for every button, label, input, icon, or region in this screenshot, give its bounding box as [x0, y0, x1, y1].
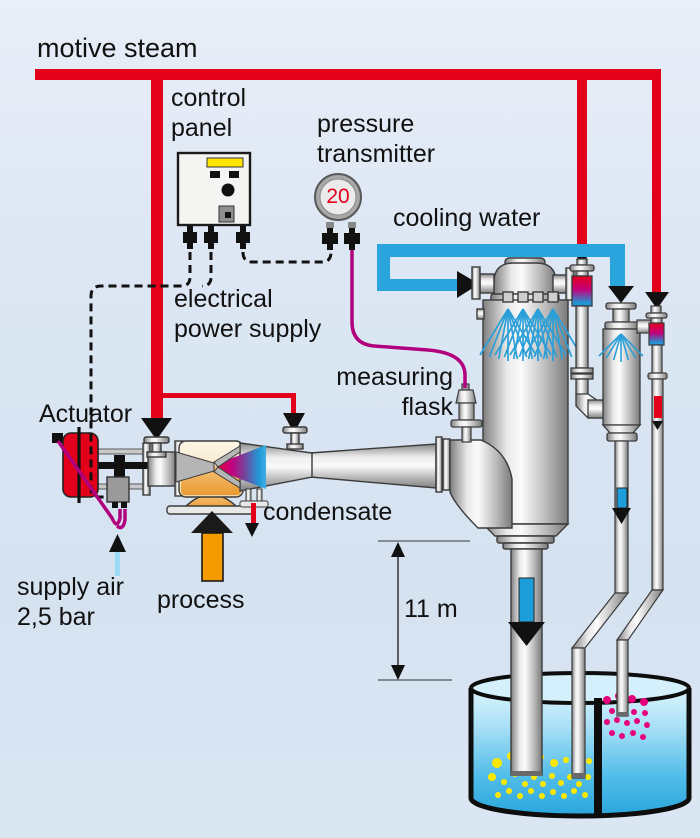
water-flow-marker	[518, 577, 535, 623]
cable-glands	[322, 222, 360, 250]
signal-lines-magenta	[56, 250, 467, 530]
supply-air-label: supply air 2,5 bar	[17, 573, 124, 631]
cooling-water-label: cooling water	[393, 204, 541, 232]
control-panel-label: control panel	[171, 84, 247, 142]
cooling-water-arrows	[457, 271, 634, 303]
panel-knob	[221, 183, 235, 197]
motive-steam-label: motive steam	[37, 33, 198, 63]
gauge-value: 20	[326, 185, 350, 208]
after-condenser	[598, 302, 644, 442]
steam-nozzle	[175, 451, 215, 483]
ejector-jet	[571, 275, 593, 307]
height-dimension-label: 11 m	[404, 595, 458, 623]
water-spray	[479, 308, 582, 361]
spindle-rod	[97, 462, 195, 469]
gauge-face	[319, 178, 357, 216]
water-spray	[598, 333, 644, 362]
bubbles-magenta	[603, 692, 650, 740]
ejector-jet	[217, 445, 266, 489]
flow-arrow-icon	[508, 622, 545, 646]
flow-arrow-icon	[283, 413, 305, 433]
diffuser-valve	[282, 426, 308, 450]
steam-ejector	[96, 426, 313, 515]
arrow-down-icon	[245, 523, 259, 537]
cooling-water-pipe	[377, 244, 625, 291]
arrow-up-icon	[109, 534, 126, 552]
suction-valve	[143, 436, 170, 458]
pressure-transmitter	[314, 173, 362, 250]
arrow-down-icon	[391, 665, 405, 680]
actuator	[52, 427, 130, 508]
electrical-power-supply-label: electrical power supply	[174, 285, 322, 343]
condensate-arrow	[245, 503, 259, 537]
flow-arrow-icon	[652, 421, 663, 430]
booster-ejector-1	[569, 258, 605, 419]
motive-steam-pipe	[35, 69, 661, 420]
spray-nozzles	[502, 291, 559, 303]
control-panel	[176, 151, 252, 249]
water-flow-marker	[616, 487, 628, 509]
steam-flow-marker	[654, 396, 662, 418]
flow-arrow-icon	[141, 418, 172, 440]
height-dimension	[378, 540, 470, 681]
supply-air-arrow	[109, 534, 126, 576]
barometric-leg-main	[508, 548, 545, 776]
electrical-wires	[89, 251, 333, 499]
flow-arrow-icon	[612, 508, 631, 524]
process-arrow	[191, 511, 233, 582]
panel-display	[206, 157, 244, 168]
arrow-up-icon	[391, 542, 405, 557]
positioner-box	[106, 476, 130, 503]
booster-ejector-2	[615, 305, 668, 717]
ejector-jet	[648, 322, 665, 346]
tank-baffle	[594, 698, 602, 814]
barometric-leg-2	[570, 440, 631, 779]
arrow-up-icon	[191, 511, 233, 533]
condensate-label: condensate	[263, 498, 393, 526]
actuator-label: Actuator	[39, 400, 133, 428]
process-label: process	[157, 586, 245, 614]
measuring-flask-label: measuring flask	[336, 363, 453, 421]
flow-arrow-icon	[645, 292, 669, 309]
pressure-transmitter-label: pressure transmitter	[317, 110, 436, 168]
cable-glands	[183, 226, 250, 249]
flow-arrow-icon	[608, 286, 634, 303]
diffuser-outlet	[309, 436, 513, 529]
measuring-flask	[450, 383, 483, 443]
flow-arrow-icon	[457, 271, 479, 298]
